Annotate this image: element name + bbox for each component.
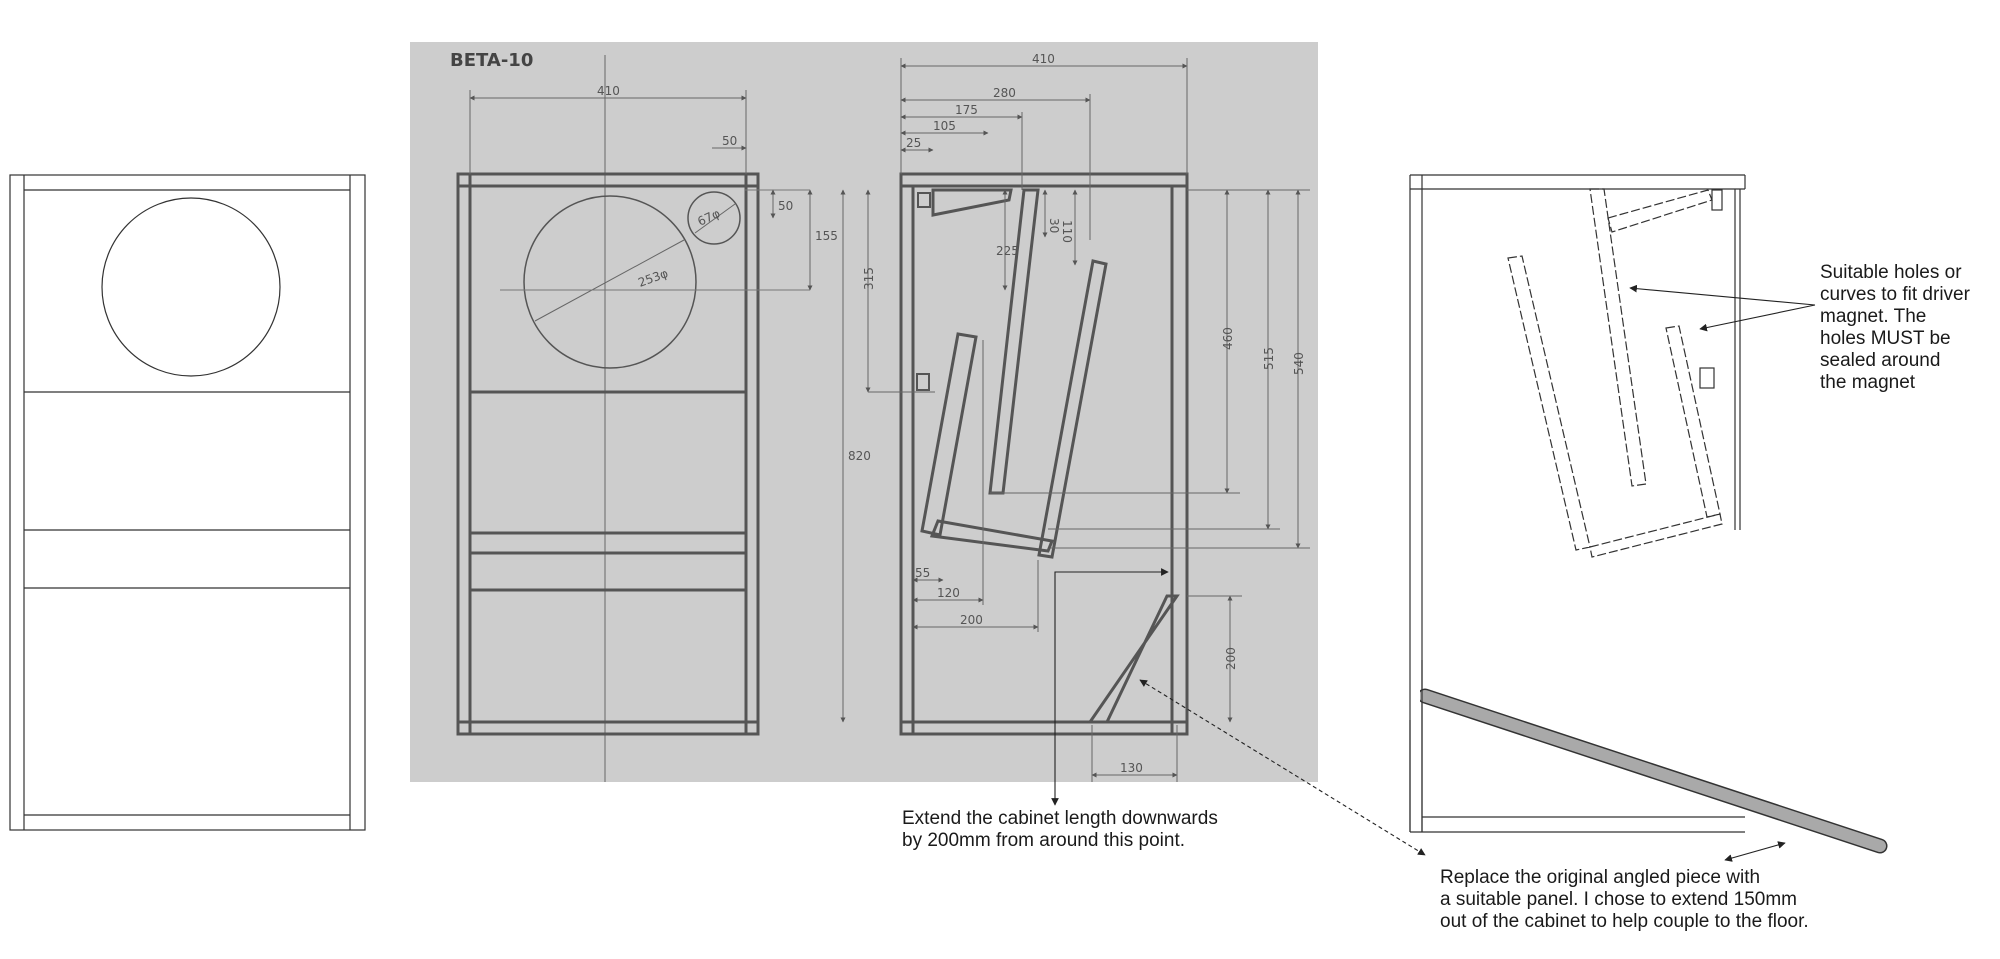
- plan-tweeter-circle: [687, 191, 741, 245]
- dim-200-height: 200: [1224, 647, 1238, 670]
- woofer-cutout-circle: [101, 197, 281, 377]
- original-plan-scan: BETA-10: [410, 42, 1318, 782]
- dim-height: 820: [848, 449, 871, 463]
- dim-105: 105: [933, 119, 956, 133]
- dim-30: 30: [1047, 218, 1061, 233]
- dim-175: 175: [955, 103, 978, 117]
- dim-540: 540: [1292, 352, 1306, 375]
- dim-front-width: 410: [597, 84, 620, 98]
- dim-460: 460: [1221, 327, 1235, 350]
- dim-side-depth: 410: [1032, 52, 1055, 66]
- dim-130: 130: [1120, 761, 1143, 775]
- dim-tweeter-drop: 50: [778, 199, 793, 213]
- plan-front-dimensions: [469, 90, 846, 723]
- modified-side-view: [1409, 174, 1746, 833]
- dim-tweeter-offset: 50: [722, 134, 737, 148]
- replace-panel-note: Replace the original angled piece with a…: [1440, 867, 1809, 932]
- dim-515: 515: [1262, 347, 1276, 370]
- dim-tweeter-center: 155: [815, 229, 838, 243]
- plan-front-view: [456, 172, 760, 736]
- dim-110: 110: [1060, 220, 1074, 243]
- annotation-arrows: [1051, 284, 1816, 862]
- plan-title: BETA-10: [450, 50, 533, 71]
- dim-25: 25: [906, 136, 921, 150]
- dim-225: 225: [996, 244, 1019, 258]
- dim-120: 120: [937, 586, 960, 600]
- modified-front-view: [9, 174, 366, 831]
- extend-cabinet-note: Extend the cabinet length downwards by 2…: [902, 808, 1218, 851]
- dim-315: 315: [862, 267, 876, 290]
- dim-280: 280: [993, 86, 1016, 100]
- dim-55: 55: [915, 566, 930, 580]
- dim-200-width: 200: [960, 613, 983, 627]
- magnet-holes-note: Suitable holes or curves to fit driver m…: [1820, 262, 1970, 393]
- plan-woofer-circle: [523, 195, 697, 369]
